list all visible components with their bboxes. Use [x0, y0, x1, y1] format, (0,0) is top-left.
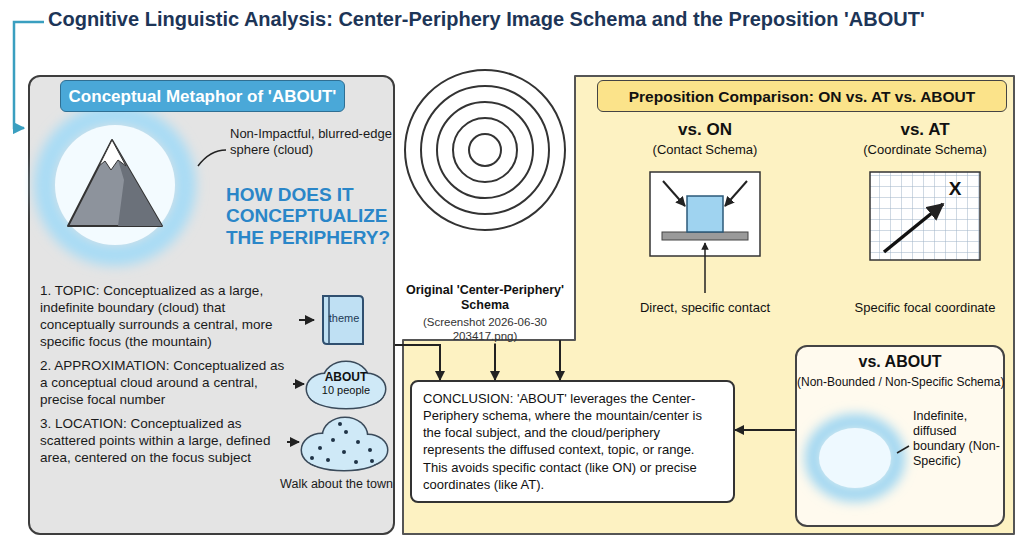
about-cloud-illustration	[813, 422, 909, 494]
about-comparison: vs. ABOUT (Non-Bounded / Non-Specific Sch…	[795, 345, 1005, 527]
icon-label: theme	[324, 312, 364, 324]
flow-arrow	[559, 340, 561, 380]
drawing-part	[897, 446, 909, 453]
drawing-part	[302, 418, 387, 470]
list-item: 3. LOCATION: Conceptualized as scattered…	[40, 416, 283, 467]
comparison-heading: vs. ON	[630, 120, 780, 140]
drawing-part	[308, 446, 380, 470]
conclusion-text: CONCLUSION: 'ABOUT' leverages the Center…	[423, 390, 722, 493]
drawing-part	[704, 243, 706, 293]
drawing-part	[344, 430, 348, 434]
flow-arrow	[395, 345, 440, 380]
flow-arrow	[735, 429, 795, 431]
drawing-part	[368, 448, 372, 452]
drawing-part	[302, 434, 342, 466]
book-cover	[323, 296, 363, 344]
drawing-part	[650, 172, 760, 256]
list-item: 2. APPROXIMATION: Conceptualized as a co…	[40, 358, 290, 409]
on-comparison: vs. ON (Contact Schema) Direct, specific c…	[630, 120, 780, 335]
drawing-part	[302, 418, 387, 470]
dotted-cloud-icon	[302, 418, 387, 470]
panel-tab: Preposition Comparison: ON vs. AT vs. AB…	[597, 80, 1007, 112]
mountain	[68, 140, 162, 226]
drawing-part	[349, 435, 387, 465]
at-comparison: vs. AT (Coordinate Schema) Specific focal …	[850, 120, 1000, 335]
drawing-part	[813, 422, 897, 494]
mountain-shade	[112, 140, 162, 226]
drawing-part	[310, 456, 314, 460]
flow-arrow	[494, 344, 496, 380]
schema-caption: Indefinite, diffused boundary (Non-Speci…	[913, 409, 1001, 469]
schema-caption: Specific focal coordinate	[850, 300, 1000, 316]
schema-ring	[421, 86, 549, 214]
cloud-glow	[45, 115, 185, 255]
drawing-part	[349, 435, 387, 465]
drawing-part	[687, 196, 723, 232]
conclusion-box: CONCLUSION: 'ABOUT' leverages the Center…	[410, 380, 735, 503]
drawing-part	[342, 450, 346, 454]
cloud-core	[55, 125, 175, 245]
coordinate-mark: X	[946, 178, 964, 200]
callout-leader	[198, 150, 226, 166]
cloud-mountain-illustration	[45, 115, 185, 255]
drawing-part	[354, 460, 358, 464]
on-contact-illustration	[650, 172, 760, 293]
panel-ground	[403, 76, 1014, 534]
schema-name: (Coordinate Schema)	[850, 142, 1000, 157]
comparison-heading: vs. AT	[850, 120, 1000, 140]
drawing-part	[302, 434, 342, 466]
drawing-part	[663, 181, 685, 206]
drawing-part	[310, 422, 374, 464]
drawing-part	[356, 440, 360, 444]
list-item: 1. TOPIC: Conceptualized as a large, ind…	[40, 283, 295, 351]
drawing-part	[725, 181, 747, 206]
mountain-snow	[99, 140, 126, 170]
drawing-part	[870, 172, 980, 260]
drawing-part	[318, 446, 322, 450]
schema-name: (Contact Schema)	[630, 142, 780, 157]
approximation-cloud: ABOUT10 people	[305, 359, 387, 411]
drawing-part	[662, 232, 748, 240]
schema-file-note: (Screenshot 2026-06-30 203417.png)	[400, 316, 570, 344]
drawing-part	[323, 418, 367, 454]
schema-caption: Direct, specific contact	[630, 300, 780, 316]
book-icon: theme	[318, 291, 366, 349]
schema-ring	[405, 70, 565, 230]
drawing-part	[323, 418, 367, 454]
comparison-heading: vs. ABOUT	[797, 353, 1003, 371]
at-coordinate-illustration	[870, 172, 980, 260]
question-heading: HOW DOES IT CONCEPTUALIZE THE PERIPHERY?	[226, 184, 392, 248]
panel-tab: Conceptual Metaphor of 'ABOUT'	[60, 80, 345, 112]
cloud-number: 10 people	[305, 384, 387, 397]
cloud-word: ABOUT	[305, 371, 387, 384]
schema-caption: Original 'Center-Periphery' Schema	[400, 283, 570, 313]
drawing-part	[370, 459, 374, 463]
drawing-part	[338, 422, 342, 426]
schema-name: (Non-Bounded / Non-Specific Schema)	[797, 375, 1003, 389]
item-arrow	[293, 383, 304, 385]
item-arrow	[287, 441, 299, 443]
diagram-title: Cognitive Linguistic Analysis: Center-Pe…	[48, 8, 1016, 31]
drawing-part	[331, 438, 335, 442]
schema-ring	[469, 134, 501, 166]
drawing-part	[308, 446, 380, 470]
drawing-part	[326, 458, 330, 462]
schema-ring	[437, 102, 533, 198]
center-periphery-schema: Original 'Center-Periphery' Schema (Scree…	[400, 55, 570, 344]
icon-caption: Walk about the town	[280, 477, 393, 492]
callout-note: Non-Impactful, blurred-edge sphere (clou…	[230, 126, 392, 157]
drawing-part	[884, 204, 943, 252]
item-arrow	[299, 319, 314, 321]
schema-ring	[453, 118, 517, 182]
title-bracket	[14, 22, 44, 128]
drawing-part	[819, 428, 891, 488]
